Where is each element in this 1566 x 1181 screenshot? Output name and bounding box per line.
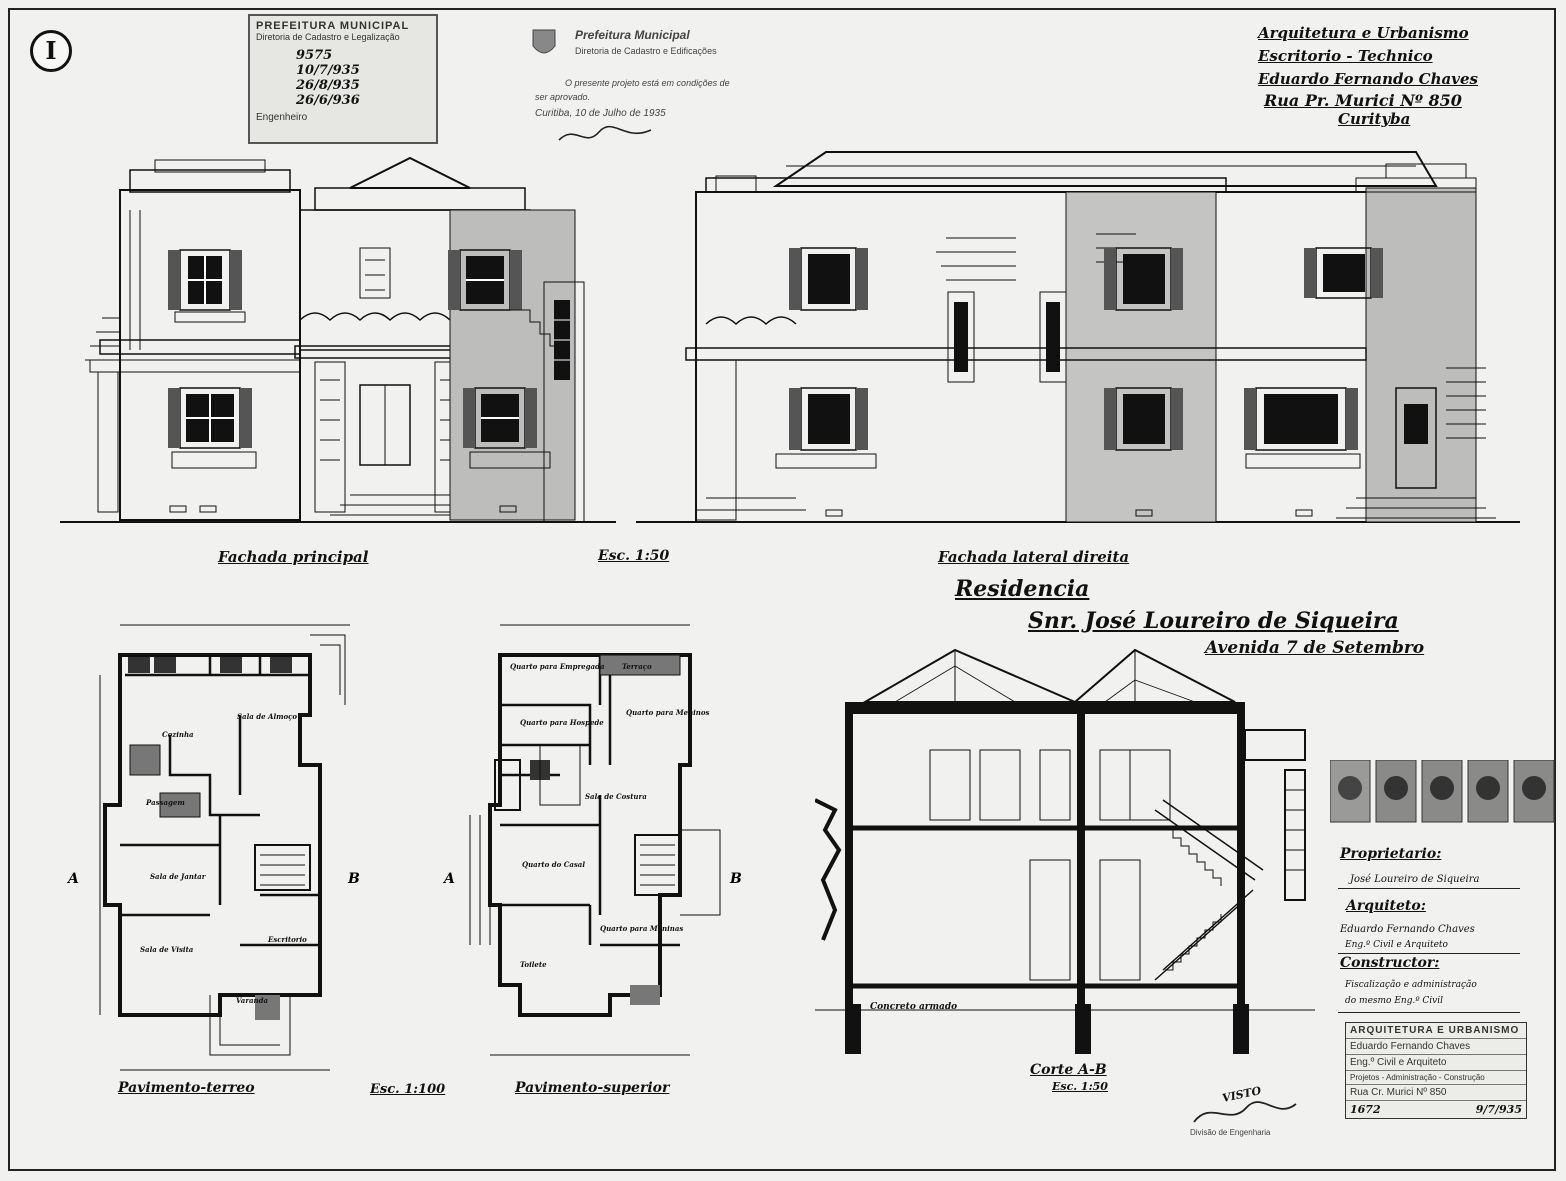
title-block-row-6: 1672 9/7/935 [1346, 1101, 1526, 1118]
stamp-left-header: PREFEITURA MUNICIPAL [256, 20, 410, 32]
owner-signature: José Loureiro de Siqueira [1350, 874, 1480, 885]
stamp-right-signature [558, 125, 652, 141]
sheet-frame [8, 8, 1556, 1171]
approval-stamp-right: Prefeitura Municipal Diretoria de Cadast… [525, 22, 735, 152]
builder-signature: Fiscalização e administração [1345, 980, 1477, 990]
side-elevation-drawing [636, 151, 1520, 523]
title-block-number: 1672 [1350, 1103, 1381, 1116]
room-label: Sala de Visita [140, 945, 194, 954]
room-label: Sala de Jantar [150, 872, 206, 881]
owner-label: Proprietario: [1340, 846, 1442, 862]
room-label: Quarto para Hospede [520, 718, 604, 727]
upper-section-marker-a: A [442, 871, 455, 887]
caption-plan-scale: Esc. 1:100 [370, 1082, 446, 1097]
room-label: Sala de Costura [585, 792, 647, 801]
ground-section-marker-a: A [66, 871, 79, 887]
ground-section-marker-b: B [347, 871, 360, 887]
project-title: Residencia [955, 576, 1090, 602]
room-label: Sala de Almoço [237, 712, 298, 721]
title-block-row-4: Projetos - Administração - Construção [1346, 1071, 1526, 1085]
room-label: Varanda [236, 996, 269, 1005]
title-block-row-5: Rua Cr. Murici Nº 850 [1346, 1085, 1526, 1101]
builder-signature-2: do mesmo Eng.º Civil [1345, 996, 1444, 1006]
stamp-left-date-2: 26/8/935 [296, 78, 360, 93]
coat-of-arms-icon [532, 29, 556, 54]
stamp-left-date-3: 26/6/936 [296, 93, 360, 108]
caption-front-elevation: Fachada principal [218, 548, 369, 566]
caption-upper-floor: Pavimento-superior [515, 1080, 670, 1096]
title-block: ARQUITETURA E URBANISMO Eduardo Fernando… [1345, 1022, 1527, 1119]
stamp-right-sub: Diretoria de Cadastro e Edificações [575, 46, 717, 56]
title-block-date: 9/7/935 [1475, 1103, 1522, 1116]
stamp-right-text-1: O presente projeto está em condições de [565, 78, 730, 88]
upper-section-marker-b: B [729, 871, 742, 887]
room-label: Toilete [520, 960, 547, 969]
caption-side-elevation: Fachada lateral direita [938, 548, 1130, 566]
office-line-5: Curityba [1338, 110, 1411, 128]
architect-signature: Eduardo Fernando Chaves [1340, 924, 1475, 935]
office-line-1: Arquitetura e Urbanismo [1258, 24, 1469, 42]
stamp-right-text-2: ser aprovado. [535, 92, 591, 102]
stamp-left-number: 9575 [296, 48, 333, 63]
caption-ground-floor: Pavimento-terreo [118, 1080, 255, 1096]
room-label: Cozinha [162, 730, 194, 739]
builder-label: Constructor: [1340, 955, 1440, 971]
caption-section-scale: Esc. 1:50 [1052, 1080, 1108, 1093]
owner-signature-line [1338, 888, 1520, 889]
side-lower-windows [789, 387, 1358, 451]
visto-caption: Divisão de Engenharia [1190, 1128, 1271, 1137]
office-line-2: Escritorio - Technico [1258, 47, 1433, 65]
sheet-number-seal: I [30, 30, 72, 72]
upper-floor-plan: A B [442, 624, 742, 1056]
project-address: Avenida 7 de Setembro [1205, 638, 1425, 658]
front-elevation-drawing [60, 156, 616, 523]
stamp-right-date: Curitiba, 10 de Julho de 1935 [535, 108, 666, 119]
room-label: Quarto para Empregada [510, 662, 605, 671]
builder-signature-line [1338, 1012, 1520, 1013]
section-note: Concreto armado [870, 1002, 958, 1012]
room-label: Quarto para Meninas [600, 924, 684, 933]
title-block-row-1: ARQUITETURA E URBANISMO [1346, 1023, 1526, 1039]
room-label: Passagem [146, 798, 185, 807]
caption-section: Corte A-B [1030, 1062, 1107, 1078]
title-block-row-2: Eduardo Fernando Chaves [1346, 1039, 1526, 1055]
ground-floor-plan: A B [66, 624, 360, 1071]
room-label: Quarto para Meninos [626, 708, 710, 717]
side-upper-windows [789, 247, 1383, 311]
stamp-right-header: Prefeitura Municipal [575, 28, 690, 42]
room-label: Quarto do Casal [522, 860, 585, 869]
title-block-row-3: Eng.º Civil e Arquiteto [1346, 1055, 1526, 1071]
stamp-left-footer: Engenheiro [256, 112, 308, 123]
stamp-left-sub: Diretoria de Cadastro e Legalização [256, 32, 400, 42]
office-line-3: Eduardo Fernando Chaves [1258, 70, 1478, 88]
architect-label: Arquiteto: [1346, 898, 1426, 914]
architect-signature-2: Eng.º Civil e Arquiteto [1345, 940, 1448, 950]
room-label: Terraço [622, 662, 652, 671]
fiscal-stamps [1330, 760, 1555, 823]
office-line-4: Rua Pr. Murici Nº 850 [1264, 91, 1462, 110]
room-label: Escritorio [268, 935, 307, 944]
project-owner: Snr. José Loureiro de Siqueira [1028, 608, 1399, 634]
visto-signature [1193, 1101, 1297, 1123]
caption-elevation-scale: Esc. 1:50 [598, 548, 670, 564]
section-a-b-drawing [815, 648, 1315, 1054]
approval-stamp-left: PREFEITURA MUNICIPAL Diretoria de Cadast… [248, 14, 438, 144]
stamp-left-date-1: 10/7/935 [296, 63, 360, 78]
architect-signature-line [1338, 953, 1520, 954]
